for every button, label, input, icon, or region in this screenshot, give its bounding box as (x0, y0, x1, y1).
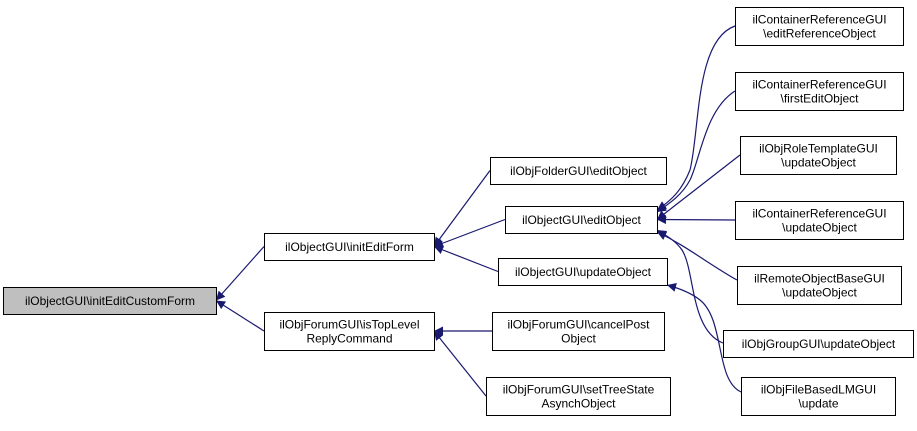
edge-n3-n1 (433, 170, 491, 247)
edge-n13-n4 (656, 229, 724, 344)
node-label: ilContainerReferenceGUI (752, 13, 886, 27)
node-box (264, 233, 435, 261)
node-label: ilObjGroupGUI\updateObject (742, 337, 896, 351)
node-label: ilObjFileBasedLMGUI (761, 383, 876, 397)
node-box (498, 258, 668, 286)
node-label: ilObjForumGUI\setTreeState (503, 383, 655, 397)
node-n3[interactable]: ilObjFolderGUI\editObject (490, 157, 667, 185)
node-box (741, 377, 896, 416)
node-n14[interactable]: ilObjFileBasedLMGUI\update (741, 377, 896, 416)
node-box (735, 7, 904, 46)
node-n13[interactable]: ilObjGroupGUI\updateObject (723, 330, 914, 358)
node-box (735, 72, 904, 111)
node-label: ilObjectGUI\editObject (522, 213, 641, 227)
edge-n14-n5 (666, 283, 742, 393)
node-label: \editReferenceObject (763, 27, 876, 41)
edge-n1-n0 (215, 246, 265, 301)
edge-n9-n4 (656, 90, 736, 213)
node-box (737, 266, 902, 305)
node-box (264, 312, 435, 351)
node-label: ilObjFolderGUI\editObject (510, 164, 647, 178)
node-label: ilContainerReferenceGUI (752, 78, 886, 92)
node-n9[interactable]: ilContainerReferenceGUI\firstEditObject (735, 72, 904, 111)
edge-n10-n4 (656, 154, 741, 220)
node-label: \firstEditObject (780, 92, 859, 106)
node-box (3, 287, 217, 315)
node-label: ilObjForumGUI\cancelPost (507, 318, 650, 332)
node-box (486, 377, 671, 416)
edge-n8-n4 (656, 25, 736, 211)
node-label: \update (798, 397, 838, 411)
node-n1[interactable]: ilObjectGUI\initEditForm (264, 233, 435, 261)
node-n11[interactable]: ilContainerReferenceGUI\updateObject (735, 201, 904, 240)
node-label: ilObjForumGUI\isTopLevel (279, 318, 419, 332)
node-label: \updateObject (782, 286, 857, 300)
node-n10[interactable]: ilObjRoleTemplateGUI\updateObject (740, 136, 897, 175)
edge-n4-n1 (433, 218, 506, 248)
node-n8[interactable]: ilContainerReferenceGUI\editReferenceObj… (735, 7, 904, 46)
node-label: ilObjectGUI\updateObject (515, 265, 652, 279)
node-label: ilRemoteObjectBaseGUI (754, 272, 885, 286)
node-label: ReplyCommand (306, 332, 392, 346)
edge-n7-n2 (433, 330, 487, 397)
edges (215, 25, 742, 397)
node-box (740, 136, 897, 175)
edge-n11-n4 (656, 215, 736, 225)
node-label: \updateObject (781, 156, 856, 170)
node-label: ilObjectGUI\initEditForm (285, 240, 414, 254)
node-n4[interactable]: ilObjectGUI\editObject (505, 206, 658, 234)
node-box (723, 330, 914, 358)
node-n12[interactable]: ilRemoteObjectBaseGUI\updateObject (737, 266, 902, 305)
edge-n5-n1 (433, 245, 499, 273)
node-label: AsynchObject (541, 397, 616, 411)
edge-n2-n0 (215, 299, 265, 332)
node-box (490, 157, 667, 185)
node-label: ilContainerReferenceGUI (752, 207, 886, 221)
node-box (492, 312, 665, 351)
node-label: ilObjectGUI\initEditCustomForm (25, 294, 195, 308)
node-label: ilObjRoleTemplateGUI (759, 142, 878, 156)
node-box (505, 206, 658, 234)
node-box (735, 201, 904, 240)
edge-n12-n4 (656, 231, 738, 281)
node-label: Object (561, 332, 596, 346)
node-label: \updateObject (782, 221, 857, 235)
node-n5[interactable]: ilObjectGUI\updateObject (498, 258, 668, 286)
node-n0[interactable]: ilObjectGUI\initEditCustomForm (3, 287, 217, 315)
